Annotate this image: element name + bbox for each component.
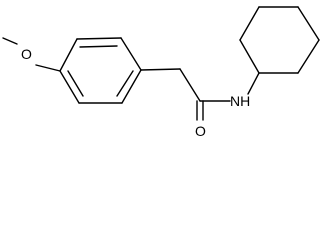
chemical-structure: O O NH: [2, 6, 320, 139]
benzene-ring: [59, 37, 142, 104]
amide-nitrogen-label: NH: [230, 93, 250, 109]
carbonyl-oxygen-label: O: [195, 123, 206, 139]
bond-o-aryl: [35, 64, 61, 72]
bond-n-cyclohexyl: [247, 72, 260, 95]
bond-aryl-ch2: [140, 68, 181, 71]
cyclohexane-ring: [239, 6, 320, 74]
bond-methyl-o: [2, 37, 18, 45]
methoxy-oxygen-label: O: [21, 46, 32, 62]
bond-ch2-carbonyl: [179, 68, 201, 102]
